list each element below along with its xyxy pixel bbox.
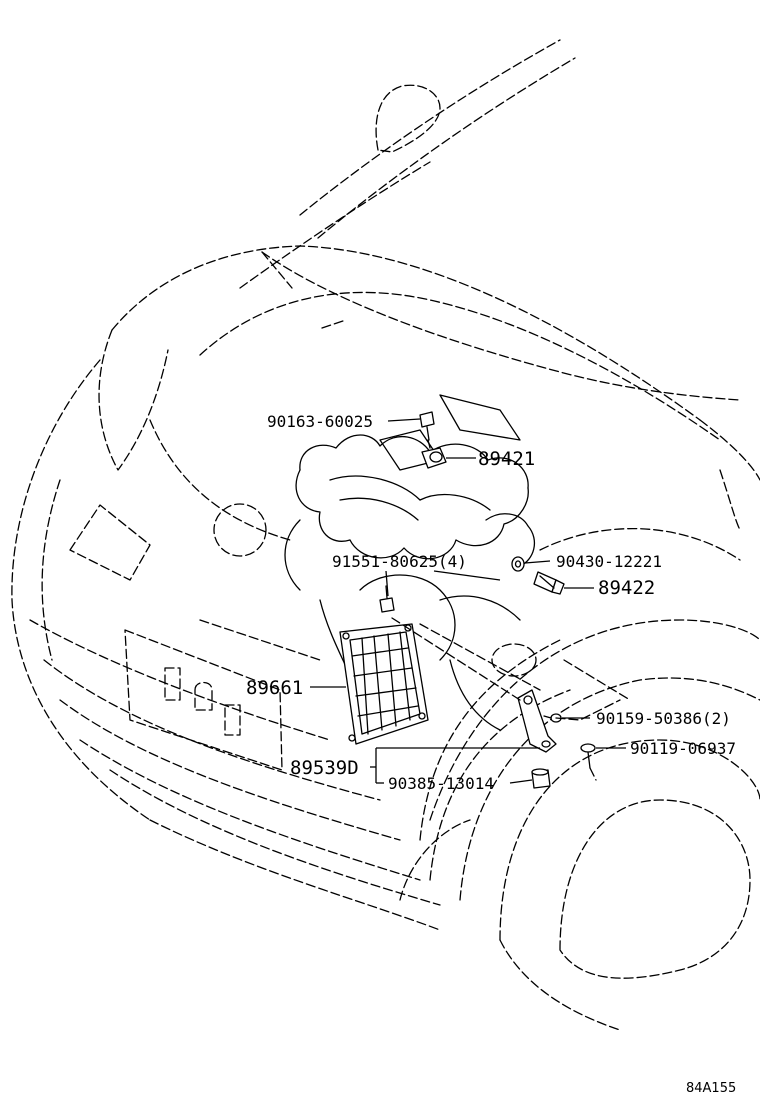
label-91551-80625: 91551-80625(4) [332,552,467,571]
bolt-91551-80625 [379,585,395,613]
label-90430-12221: 90430-12221 [556,552,662,571]
label-90119-06937: 90119-06937 [630,739,736,758]
vehicle-body-outline [11,39,760,1031]
bushing-90385-13014 [531,768,551,789]
bracket-89539D [517,689,557,753]
sensor-89422 [533,571,565,595]
illustration-id: 84A155 [686,1081,736,1096]
label-90159-50386: 90159-50386(2) [596,709,731,728]
label-90163-60025: 90163-60025 [267,412,373,431]
bolt-90119-06937 [580,743,596,769]
label-89539D: 89539D [290,757,359,779]
bolt-90163-60025 [419,411,435,441]
label-89422: 89422 [598,577,655,599]
label-89421: 89421 [478,448,535,470]
gasket-90430-12221 [511,556,525,572]
label-90385-13014: 90385-13014 [388,774,494,793]
sensor-89421 [421,447,447,469]
part-labels: 90163-60025 89421 91551-80625(4) 90430-1… [246,412,736,793]
leader-lines [310,418,631,784]
ecu-89661 [339,623,429,745]
label-89661: 89661 [246,677,303,699]
